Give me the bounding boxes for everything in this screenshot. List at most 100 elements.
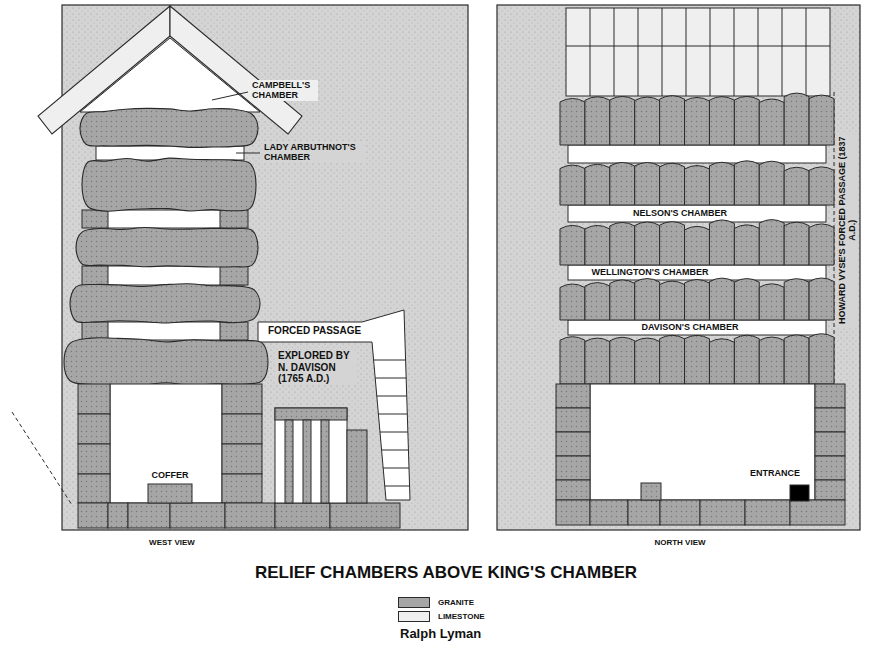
lady-arbuthnot-leader [236,153,260,154]
granite-floor-block [628,500,660,525]
granite-block [709,162,734,205]
granite-block [610,280,635,320]
passage-label: FORCED PASSAGE [266,325,363,337]
granite-floor-block [330,503,400,528]
chamber-label: CAMPBELL'S CHAMBER [250,80,318,101]
passage-step [374,360,406,361]
granite-wall-block [222,384,262,414]
roof-slab-line [638,8,639,96]
granite-block [709,97,734,145]
granite-wall-block [222,414,262,444]
granite-block [759,161,784,205]
granite-block [784,335,809,384]
granite-block [784,279,809,320]
granite-floor-block [225,503,275,528]
granite-block [635,338,660,384]
legend-entry: LIMESTONE [398,611,487,622]
granite-floor-block [128,503,170,528]
granite-block [635,222,660,265]
granite-beam [82,158,256,211]
granite-wall-block [556,384,590,408]
granite-block [685,97,710,145]
granite-block [585,97,610,145]
north-panel [497,5,860,530]
granite-block [734,96,759,145]
granite-block [560,165,585,205]
legend-text: LIMESTONE [436,612,487,621]
roof-slab-line [782,8,783,96]
granite-block [784,167,809,205]
chamber-label: WELLINGTON'S CHAMBER [590,267,711,277]
granite-beam [70,284,260,323]
granite-floor-block [700,500,745,525]
granite-block [784,93,809,145]
granite-block [82,266,108,285]
granite-block [759,220,784,265]
roof-slab-line [734,8,735,96]
granite-floor-block [660,500,700,525]
granite-wall-block [815,456,845,480]
granite-wall-block [78,414,110,444]
granite-block [220,266,248,285]
granite-block [809,95,834,145]
granite-block [660,96,685,145]
credit-caption: Ralph Lyman [398,627,483,642]
granite-block [635,97,660,145]
granite-block [585,283,610,320]
granite-block [560,284,585,320]
legend-entry: GRANITE [398,597,476,608]
granite-block [275,408,347,420]
chamber-space [568,265,826,280]
granite-wall-block [222,444,262,474]
portcullis-slab [321,420,329,503]
granite-floor-block [745,500,790,525]
dashed-line [12,412,72,505]
granite-block [610,222,635,265]
campbell-leader [212,92,248,100]
diagram-title: RELIEF CHAMBERS ABOVE KING'S CHAMBER [253,563,639,583]
coffer-label: COFFER [150,470,191,480]
roof-slab-line [686,8,687,96]
granite-block [610,337,635,384]
granite-block [734,161,759,205]
granite-wall-block [556,500,590,525]
granite-block [734,279,759,320]
view-label: WEST VIEW [147,538,197,547]
granite-block [610,162,635,205]
granite-block [220,322,248,340]
chamber-label: LADY ARBUTHNOT'S CHAMBER [262,142,366,163]
granite-floor-block [790,500,845,525]
entrance-label: ENTRANCE [748,468,802,478]
granite-block [685,335,710,384]
granite-block [660,281,685,320]
passage-step [377,396,407,397]
chamber-label: DAVISON'S CHAMBER [640,322,741,332]
granite-block [347,430,367,503]
roof-slab-line [710,8,711,96]
granite-wall-block [556,432,590,456]
granite-wall-block [222,474,262,503]
portcullis-slab [285,420,293,503]
granite-block [734,225,759,265]
granite-wall-block [815,480,845,500]
kings-chamber [590,384,815,500]
granite-block [82,322,108,340]
granite-block [660,335,685,384]
passage-step [382,450,409,451]
granite-block [709,278,734,320]
roof-slab-line [662,8,663,96]
passage-step [385,486,410,487]
granite-floor-block [275,503,330,528]
granite-block [809,334,834,384]
granite-block [685,280,710,320]
chamber-label: NELSON'S CHAMBER [631,208,729,218]
passage-step [380,432,408,433]
granite-floor-block [78,503,108,528]
granite-wall-block [556,480,590,500]
granite-block [709,339,734,384]
granite-wall-block [815,432,845,456]
granite-block [734,335,759,384]
